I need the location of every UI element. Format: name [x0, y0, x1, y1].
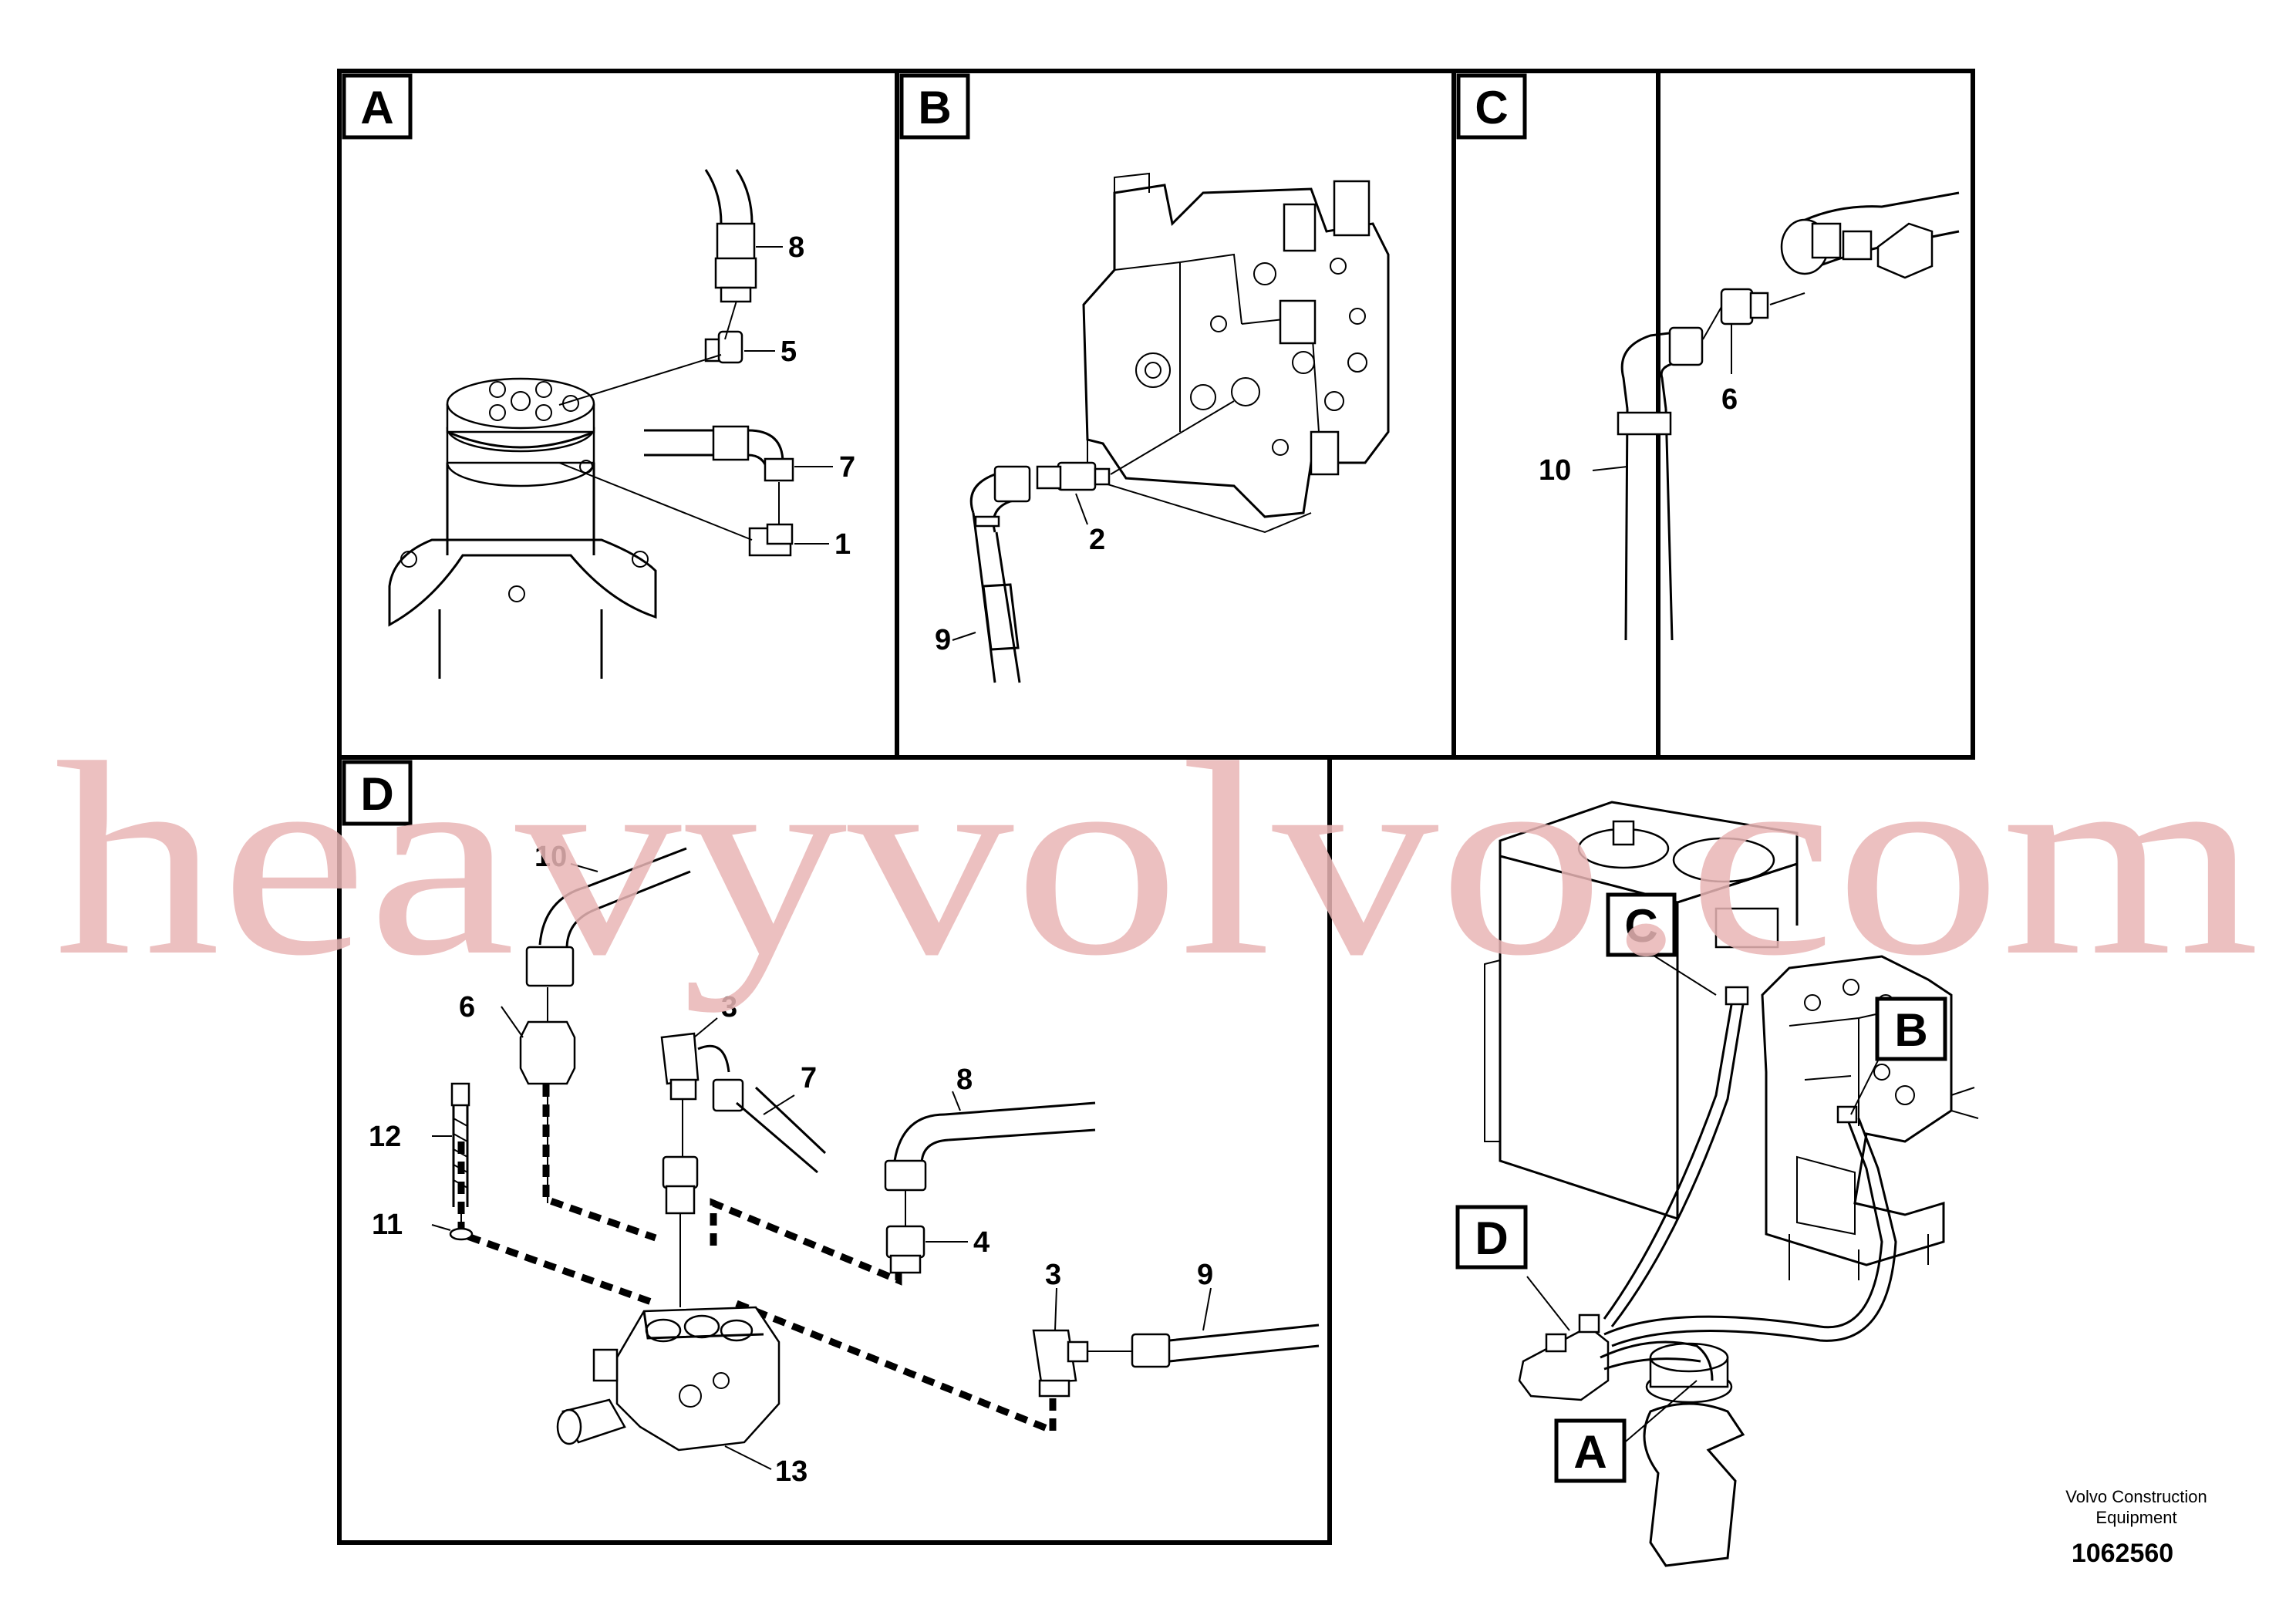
overview-label-b: B — [1875, 996, 1947, 1061]
callout-d-3-upper: 3 — [721, 991, 737, 1023]
panel-letter-b-text: B — [918, 82, 951, 133]
callout-d-7: 7 — [801, 1062, 817, 1094]
callout-d-8: 8 — [956, 1064, 973, 1096]
company-name-line1: Volvo Construction — [2065, 1487, 2207, 1506]
callout-a-8: 8 — [788, 231, 804, 264]
company-name-line2: Equipment — [2095, 1508, 2176, 1527]
overview-label-b-text: B — [1894, 1004, 1927, 1056]
panel-d-drawing — [431, 847, 1320, 1470]
callout-c-10: 10 — [1539, 454, 1571, 487]
panel-letter-d-text: D — [360, 768, 393, 820]
watermark-text: heavyvolvo.com — [54, 705, 2260, 1013]
callout-b-2: 2 — [1089, 524, 1105, 556]
panel-a-drawing — [388, 169, 833, 679]
panel-letter-c-text: C — [1475, 82, 1508, 133]
overview-label-c: C — [1606, 892, 1677, 957]
callout-d-3-lower: 3 — [1045, 1259, 1061, 1291]
panel-letter-a-text: A — [360, 82, 393, 133]
panel-c-drawing — [1592, 191, 1960, 641]
panel-letter-a: A — [342, 73, 413, 140]
callout-d-13: 13 — [775, 1455, 807, 1488]
callout-a-5: 5 — [781, 336, 797, 368]
panel-letter-d: D — [342, 760, 413, 826]
callout-d-10: 10 — [534, 841, 567, 873]
callout-d-11: 11 — [372, 1209, 403, 1241]
drawing-number: 1062560 — [2072, 1539, 2173, 1568]
overview-label-a-text: A — [1573, 1426, 1607, 1478]
callout-a-1: 1 — [834, 528, 851, 561]
callout-d-4: 4 — [973, 1226, 990, 1259]
overview-drawing — [1484, 801, 1979, 1567]
callout-d-6: 6 — [459, 991, 475, 1023]
footer: Volvo Construction Equipment 1062560 — [2065, 1487, 2207, 1568]
callout-d-9: 9 — [1197, 1259, 1213, 1291]
callout-b-9: 9 — [935, 624, 951, 656]
overview-label-d-text: D — [1475, 1212, 1508, 1264]
panel-letter-c: C — [1456, 73, 1527, 140]
callout-d-12: 12 — [369, 1121, 401, 1153]
overview-label-d: D — [1455, 1205, 1528, 1270]
panel-letter-b: B — [899, 73, 970, 140]
callout-c-6: 6 — [1721, 383, 1738, 416]
overview-label-c-text: C — [1624, 900, 1657, 952]
overview-label-a: A — [1554, 1418, 1627, 1483]
panel-b-drawing — [952, 172, 1390, 683]
callout-a-7: 7 — [839, 451, 855, 484]
